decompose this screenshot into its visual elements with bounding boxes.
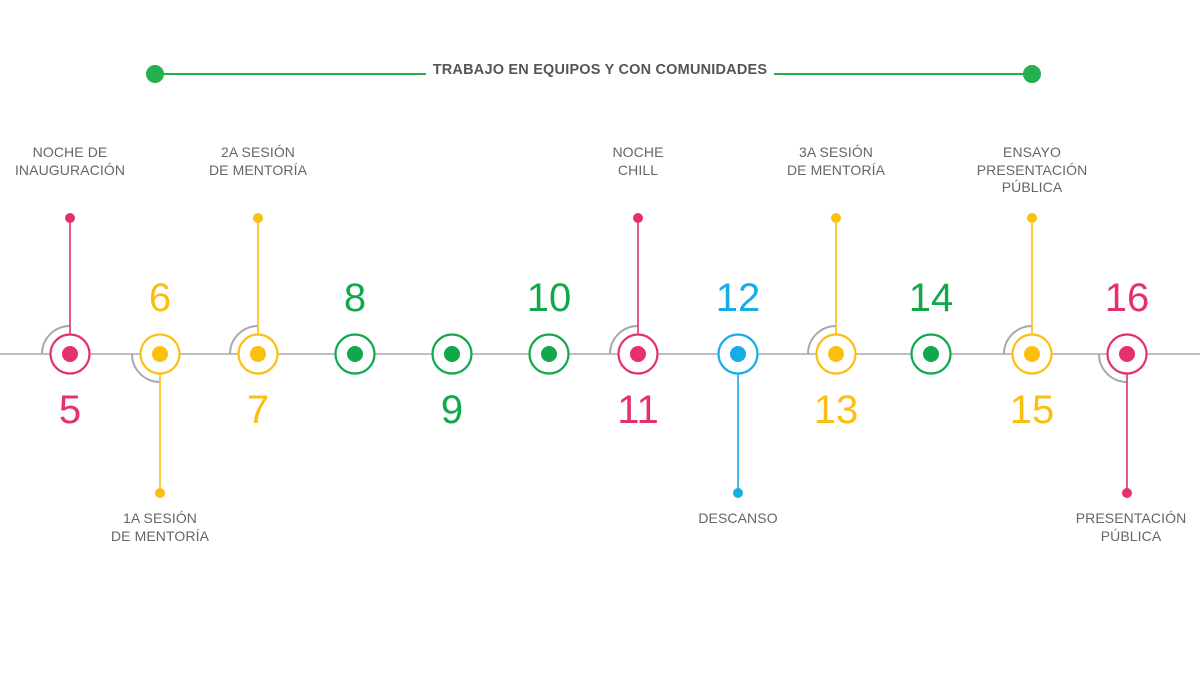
node-dot-10 <box>541 346 557 362</box>
node-stem-dot-12 <box>733 488 743 498</box>
day-label-line: 1a SESIÓN <box>122 510 198 526</box>
day-label-line: PRESENTACIÓN <box>976 161 1088 178</box>
day-node-16 <box>1098 333 1148 498</box>
day-node-13 <box>807 213 857 375</box>
bracket-title-text: TRABAJO EN EQUIPOS Y CON COMUNIDADES <box>425 62 775 78</box>
day-number-5: 5 <box>58 388 82 432</box>
day-number-13: 13 <box>813 388 859 432</box>
bracket-start-dot <box>146 65 164 83</box>
day-number-12: 12 <box>715 276 761 320</box>
day-node-15 <box>1003 213 1053 375</box>
day-label-line: INAUGURACIÓN <box>14 161 126 178</box>
node-stem-dot-13 <box>831 213 841 223</box>
day-node-7 <box>229 213 279 375</box>
day-number-11: 11 <box>617 388 659 432</box>
day-node-14 <box>910 333 952 375</box>
day-node-5 <box>41 213 91 375</box>
day-label-12: DESCANSO <box>653 510 823 528</box>
node-arc-6 <box>131 353 161 383</box>
day-node-10 <box>528 333 570 375</box>
day-node-9 <box>431 333 473 375</box>
node-dot-12 <box>730 346 746 362</box>
node-stem-dot-15 <box>1027 213 1037 223</box>
day-label-line: CHILL <box>617 161 659 178</box>
node-dot-7 <box>250 346 266 362</box>
node-dot-13 <box>828 346 844 362</box>
node-stem-dot-11 <box>633 213 643 223</box>
node-dot-6 <box>152 346 168 362</box>
timeline-nodes <box>41 213 1148 498</box>
node-stem-dot-16 <box>1122 488 1132 498</box>
bracket-title: TRABAJO EN EQUIPOS Y CON COMUNIDADES <box>0 62 1200 78</box>
bracket-end-dot <box>1023 65 1041 83</box>
day-node-6 <box>131 333 181 498</box>
day-node-12 <box>717 333 759 498</box>
day-label-line: 3a SESIÓN <box>798 144 874 160</box>
node-arc-15 <box>1003 325 1033 355</box>
day-label-line: DE MENTORÍA <box>208 161 308 178</box>
node-dot-11 <box>630 346 646 362</box>
day-label-line: 2a SESIÓN <box>220 144 296 160</box>
node-arc-13 <box>807 325 837 355</box>
day-number-10: 10 <box>526 276 572 320</box>
node-dot-5 <box>62 346 78 362</box>
node-dot-16 <box>1119 346 1135 362</box>
node-dot-14 <box>923 346 939 362</box>
day-label-line: PÚBLICA <box>1001 179 1063 195</box>
day-label-line: PÚBLICA <box>1100 527 1162 544</box>
node-arc-7 <box>229 325 259 355</box>
day-node-8 <box>334 333 376 375</box>
node-dot-8 <box>347 346 363 362</box>
day-node-11 <box>609 213 659 375</box>
day-number-16: 16 <box>1104 276 1150 320</box>
day-label-line: DE MENTORÍA <box>786 161 886 178</box>
node-dot-9 <box>444 346 460 362</box>
node-arc-5 <box>41 325 71 355</box>
day-number-9: 9 <box>440 388 464 432</box>
day-label-line: NOCHE DE <box>32 144 108 160</box>
node-stem-dot-5 <box>65 213 75 223</box>
node-dot-15 <box>1024 346 1040 362</box>
day-label-line: DE MENTORÍA <box>110 527 210 544</box>
node-stem-dot-6 <box>155 488 165 498</box>
day-label-line: NOCHE <box>612 144 664 160</box>
node-arc-16 <box>1098 353 1128 383</box>
day-label-line: DESCANSO <box>698 510 778 526</box>
day-number-8: 8 <box>343 276 367 320</box>
day-label-line: PRESENTACIÓN <box>1075 510 1187 526</box>
node-stem-dot-7 <box>253 213 263 223</box>
day-number-6: 6 <box>148 276 172 320</box>
node-arc-11 <box>609 325 639 355</box>
day-number-15: 15 <box>1009 388 1055 432</box>
day-number-7: 7 <box>246 388 270 432</box>
day-number-14: 14 <box>908 276 954 320</box>
day-label-line: ENSAYO <box>1003 144 1061 160</box>
